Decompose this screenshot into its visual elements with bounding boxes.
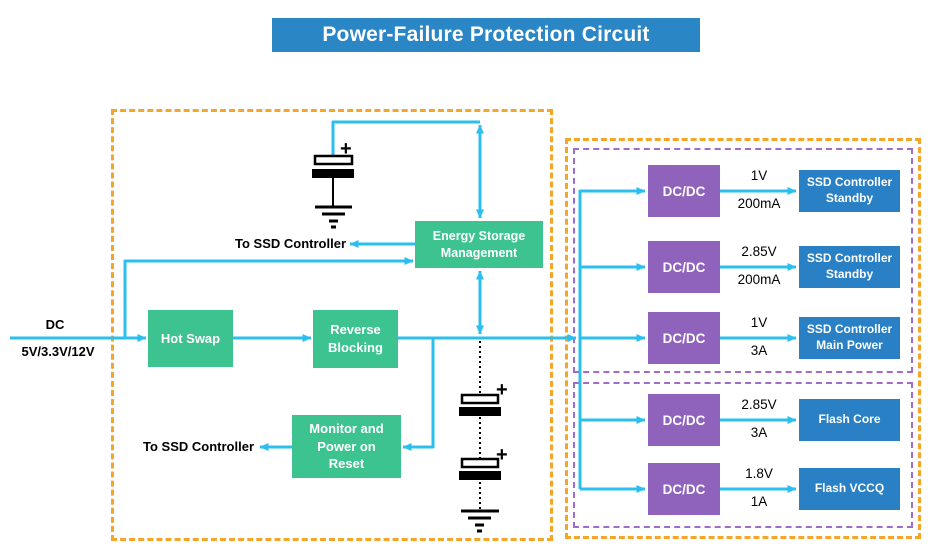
ground-icon	[461, 509, 499, 533]
dcdc-converter-1: DC/DC	[648, 165, 720, 217]
flash-rails-frame	[573, 382, 913, 528]
load-ssd-controller-main-power: SSD Controller Main Power	[799, 317, 900, 359]
connector-to-monitor	[402, 338, 435, 451]
dcdc-converter-4: DC/DC	[648, 394, 720, 446]
rail4-voltage-label: 2.85V	[741, 397, 777, 412]
battery-icon: +	[312, 138, 354, 206]
hot-swap-node: Hot Swap	[148, 310, 233, 367]
dcdc-converter-3: DC/DC	[648, 312, 720, 364]
dc-input-label: DC	[45, 317, 65, 332]
connector-bus-rail1	[578, 187, 646, 489]
capacitor2-plus-sign: +	[496, 444, 508, 466]
rail3-current-label: 3A	[750, 343, 768, 358]
rail5-voltage-label: 1.8V	[745, 466, 773, 481]
backup-capacitors-icon: + +	[459, 341, 508, 509]
controller-rails-frame	[573, 148, 913, 373]
rail1-current-label: 200mA	[737, 196, 781, 211]
rail2-voltage-label: 2.85V	[741, 244, 777, 259]
dc-voltage-label: 5V/3.3V/12V	[21, 344, 95, 359]
rail5-current-label: 1A	[750, 494, 768, 509]
monitor-power-on-reset-node: Monitor and Power on Reset	[292, 415, 401, 478]
rail1-voltage-label: 1V	[750, 168, 768, 183]
capacitor1-plus-sign: +	[496, 379, 508, 401]
protection-group-frame	[111, 109, 553, 541]
dcdc-converter-2: DC/DC	[648, 241, 720, 293]
rail4-current-label: 3A	[750, 425, 768, 440]
connector-input-to-energy-storage	[123, 257, 414, 338]
to-ssd-controller-label-bottom: To SSD Controller	[143, 439, 254, 454]
rail2-current-label: 200mA	[737, 272, 781, 287]
load-ssd-controller-standby-2: SSD Controller Standby	[799, 246, 900, 288]
to-ssd-controller-label-top: To SSD Controller	[235, 236, 346, 251]
reverse-blocking-node: Reverse Blocking	[313, 310, 398, 368]
load-flash-vccq: Flash VCCQ	[799, 468, 900, 510]
rail3-voltage-label: 1V	[750, 315, 768, 330]
ground-icon	[315, 205, 352, 229]
battery-plus-sign: +	[340, 138, 352, 160]
load-ssd-controller-standby-1: SSD Controller Standby	[799, 170, 900, 212]
connector-battery-loop	[331, 120, 480, 157]
energy-storage-management-node: Energy Storage Management	[415, 221, 543, 268]
load-flash-core: Flash Core	[799, 399, 900, 441]
dcdc-converter-5: DC/DC	[648, 463, 720, 515]
page-title: Power-Failure Protection Circuit	[272, 18, 700, 52]
